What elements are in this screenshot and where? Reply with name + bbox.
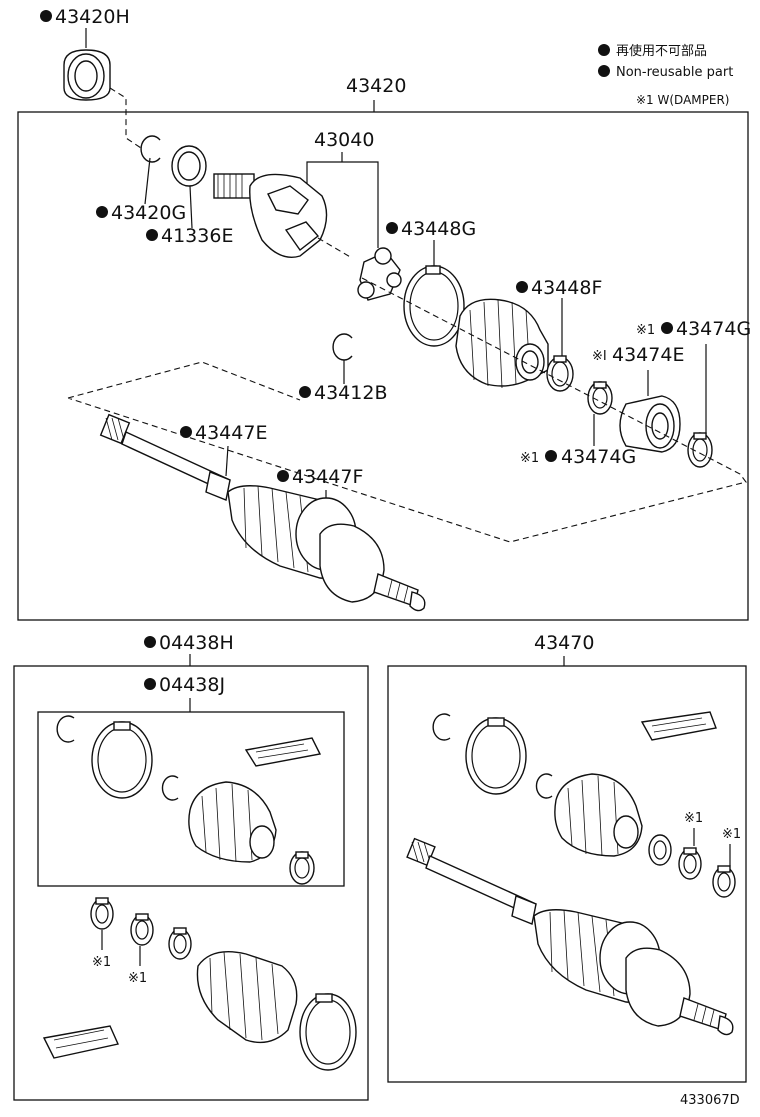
callout-43474G-bottom[interactable]: ※1 43474G bbox=[520, 446, 636, 468]
kit-frame-04438J bbox=[37, 711, 345, 887]
callout-label: 43448F bbox=[531, 277, 602, 299]
callout-41336E[interactable]: 41336E bbox=[146, 225, 233, 247]
callout-label: 04438J bbox=[159, 674, 225, 696]
non-reusable-dot-icon bbox=[299, 386, 311, 398]
callout-04438J[interactable]: 04438J bbox=[144, 674, 225, 696]
callout-label: 04438H bbox=[159, 632, 234, 654]
non-reusable-dot-icon bbox=[96, 206, 108, 218]
part-band-clamp-large bbox=[403, 265, 465, 347]
callout-04438H[interactable]: 04438H bbox=[144, 632, 234, 654]
part-drive-shaft bbox=[99, 413, 231, 501]
legend-dot-icon bbox=[598, 44, 610, 56]
part-43420H-bearing bbox=[63, 28, 111, 101]
non-reusable-dot-icon bbox=[180, 426, 192, 438]
part-43412B-snap-ring bbox=[332, 333, 353, 361]
part-43448F-clamp bbox=[546, 355, 574, 392]
assembly-number-43470: 43470 bbox=[534, 632, 594, 654]
legend-line-1: 再使用不可部品 bbox=[616, 43, 707, 59]
non-reusable-dot-icon bbox=[661, 322, 673, 334]
non-reusable-dot-icon bbox=[40, 10, 52, 22]
part-inboard-boot bbox=[455, 298, 549, 389]
kit-04438H-parts: ※1 ※1 bbox=[42, 897, 357, 1071]
ref-mark: ※1 bbox=[722, 827, 741, 842]
kit-frame-43470 bbox=[387, 665, 747, 1083]
callout-label: 43474E bbox=[612, 344, 684, 366]
non-reusable-dot-icon bbox=[146, 229, 158, 241]
part-41336E-seal bbox=[171, 145, 207, 187]
part-43474G-clamp-right bbox=[687, 432, 713, 468]
callout-label: 43447E bbox=[195, 422, 267, 444]
callout-label: 43474G bbox=[561, 446, 636, 468]
ref-mark: ※1 bbox=[684, 811, 703, 826]
damper-note: ※1 W(DAMPER) bbox=[636, 93, 729, 107]
assembly-number-43420: 43420 bbox=[346, 75, 406, 97]
callout-label: 43412B bbox=[314, 382, 387, 404]
kit-04438J-parts bbox=[56, 715, 322, 885]
non-reusable-dot-icon bbox=[386, 222, 398, 234]
part-tripod bbox=[357, 247, 402, 301]
legend-dot-icon bbox=[598, 65, 610, 77]
part-43420G-snap-ring bbox=[140, 135, 161, 163]
non-reusable-dot-icon bbox=[144, 678, 156, 690]
callout-43474G-top[interactable]: ※1 43474G bbox=[636, 318, 751, 340]
ref-mark: ※1 bbox=[636, 323, 655, 338]
legend: 再使用不可部品 Non-reusable part ※1 W(DAMPER) bbox=[598, 43, 733, 107]
assembly-number-43040: 43040 bbox=[314, 129, 374, 151]
ref-mark: ※1 bbox=[92, 955, 111, 970]
callout-43420G[interactable]: 43420G bbox=[96, 202, 186, 224]
ref-mark: ※I bbox=[592, 349, 607, 364]
kit-43470-parts: ※1 ※1 bbox=[406, 711, 741, 1036]
callout-43447F[interactable]: 43447F bbox=[277, 466, 363, 488]
kit-frame-04438H bbox=[13, 665, 369, 1101]
callout-43420H[interactable]: 43420H bbox=[40, 6, 130, 28]
part-outboard-boot bbox=[227, 485, 426, 612]
part-43474G-clamp-left bbox=[587, 381, 613, 415]
non-reusable-dot-icon bbox=[144, 636, 156, 648]
callout-43474E[interactable]: ※I 43474E bbox=[592, 344, 684, 366]
non-reusable-dot-icon bbox=[516, 281, 528, 293]
callout-43448G[interactable]: 43448G bbox=[386, 218, 476, 240]
legend-line-2: Non-reusable part bbox=[616, 65, 733, 80]
ref-mark: ※1 bbox=[520, 451, 539, 466]
part-43040-joint-housing bbox=[213, 173, 328, 258]
assembly-frame-43420 bbox=[17, 111, 749, 621]
callout-label: 43420H bbox=[55, 6, 130, 28]
figure-code: 433067D bbox=[680, 1093, 740, 1108]
callout-label: 43420G bbox=[111, 202, 186, 224]
callout-43447E[interactable]: 43447E bbox=[180, 422, 267, 444]
callout-43412B[interactable]: 43412B bbox=[299, 382, 387, 404]
part-43474E-damper bbox=[619, 395, 681, 453]
callout-label: 41336E bbox=[161, 225, 233, 247]
callout-43448F[interactable]: 43448F bbox=[516, 277, 602, 299]
non-reusable-dot-icon bbox=[277, 470, 289, 482]
callout-label: 43448G bbox=[401, 218, 476, 240]
non-reusable-dot-icon bbox=[545, 450, 557, 462]
callout-label: 43474G bbox=[676, 318, 751, 340]
ref-mark: ※1 bbox=[128, 971, 147, 986]
callout-label: 43447F bbox=[292, 466, 363, 488]
